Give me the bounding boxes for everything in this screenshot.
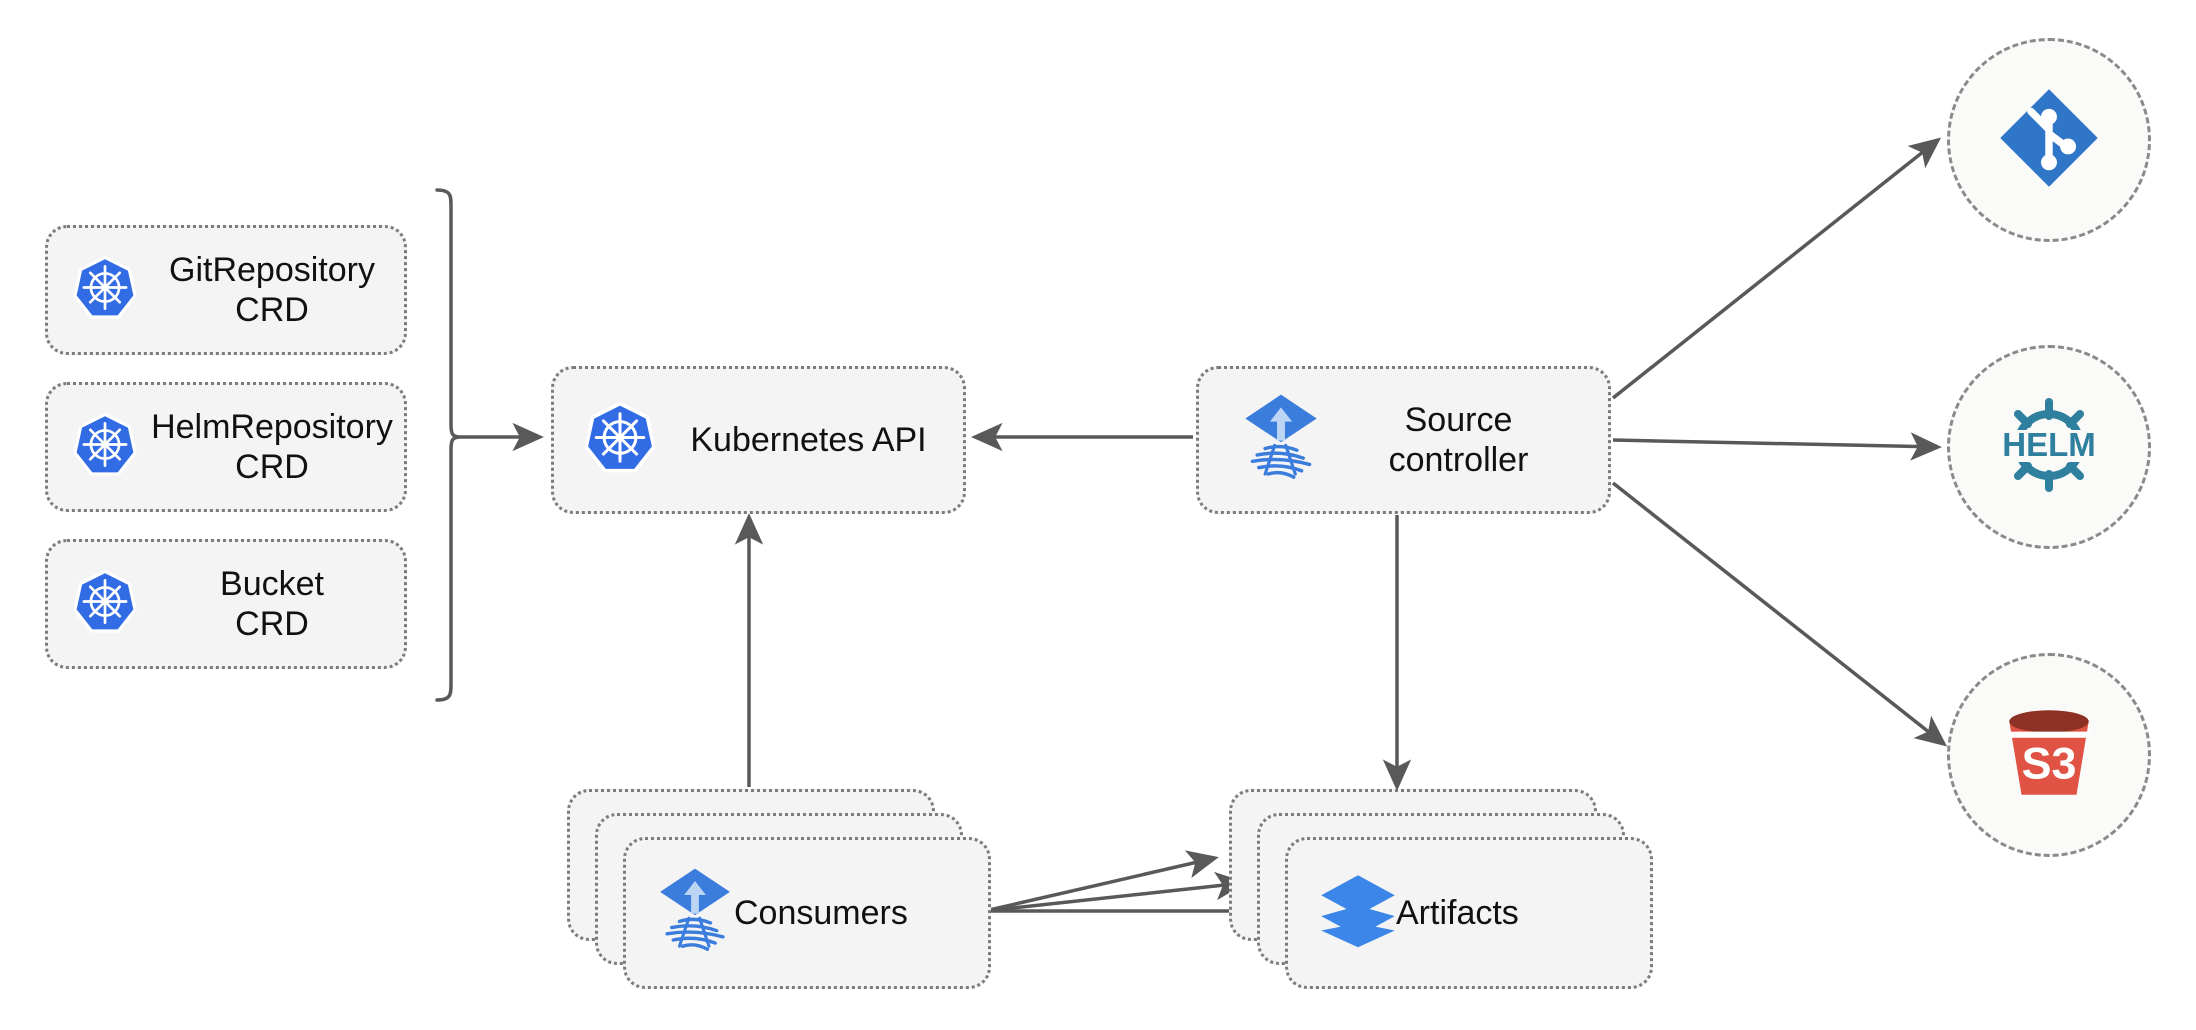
- node-label: Source controller: [1388, 400, 1529, 479]
- artifacts-sheet-front[interactable]: Artifacts: [1285, 837, 1653, 989]
- external-node-git[interactable]: [1947, 38, 2151, 242]
- git-icon: [1996, 85, 2102, 196]
- edge-source-to-git: [1611, 137, 1942, 400]
- external-node-helm[interactable]: HELM: [1947, 345, 2151, 549]
- edge-source-to-helm: [1612, 432, 1942, 461]
- node-kubernetes-api[interactable]: Kubernetes API: [551, 366, 966, 514]
- helm-label: HELM: [2002, 426, 2096, 463]
- external-node-s3[interactable]: S3: [1947, 653, 2151, 857]
- layers-icon: [1318, 871, 1398, 956]
- node-label: Kubernetes API: [690, 420, 927, 459]
- node-source-controller[interactable]: Source controller: [1196, 366, 1611, 514]
- crd-label: Bucket CRD: [220, 564, 324, 643]
- crd-label: GitRepository CRD: [169, 250, 375, 329]
- helm-icon: HELM: [1989, 390, 2109, 505]
- kubernetes-icon: [73, 412, 137, 482]
- consumers-sheet-front[interactable]: Consumers: [623, 837, 991, 989]
- s3-label: S3: [2022, 738, 2077, 788]
- node-label: Artifacts: [1396, 893, 1519, 932]
- crd-group-brace: [435, 188, 544, 702]
- kubernetes-icon: [584, 401, 656, 479]
- s3-icon: S3: [1993, 697, 2105, 814]
- node-label: Consumers: [734, 893, 908, 932]
- crd-label: HelmRepository CRD: [151, 407, 393, 486]
- edge-source-to-s3: [1611, 481, 1948, 747]
- crd-box-helmrepository[interactable]: HelmRepository CRD: [45, 382, 407, 512]
- crd-box-gitrepository[interactable]: GitRepository CRD: [45, 225, 407, 355]
- crd-box-bucket[interactable]: Bucket CRD: [45, 539, 407, 669]
- flux-icon: [1241, 392, 1321, 489]
- kubernetes-icon: [73, 255, 137, 325]
- flux-icon: [656, 866, 734, 961]
- kubernetes-icon: [73, 569, 137, 639]
